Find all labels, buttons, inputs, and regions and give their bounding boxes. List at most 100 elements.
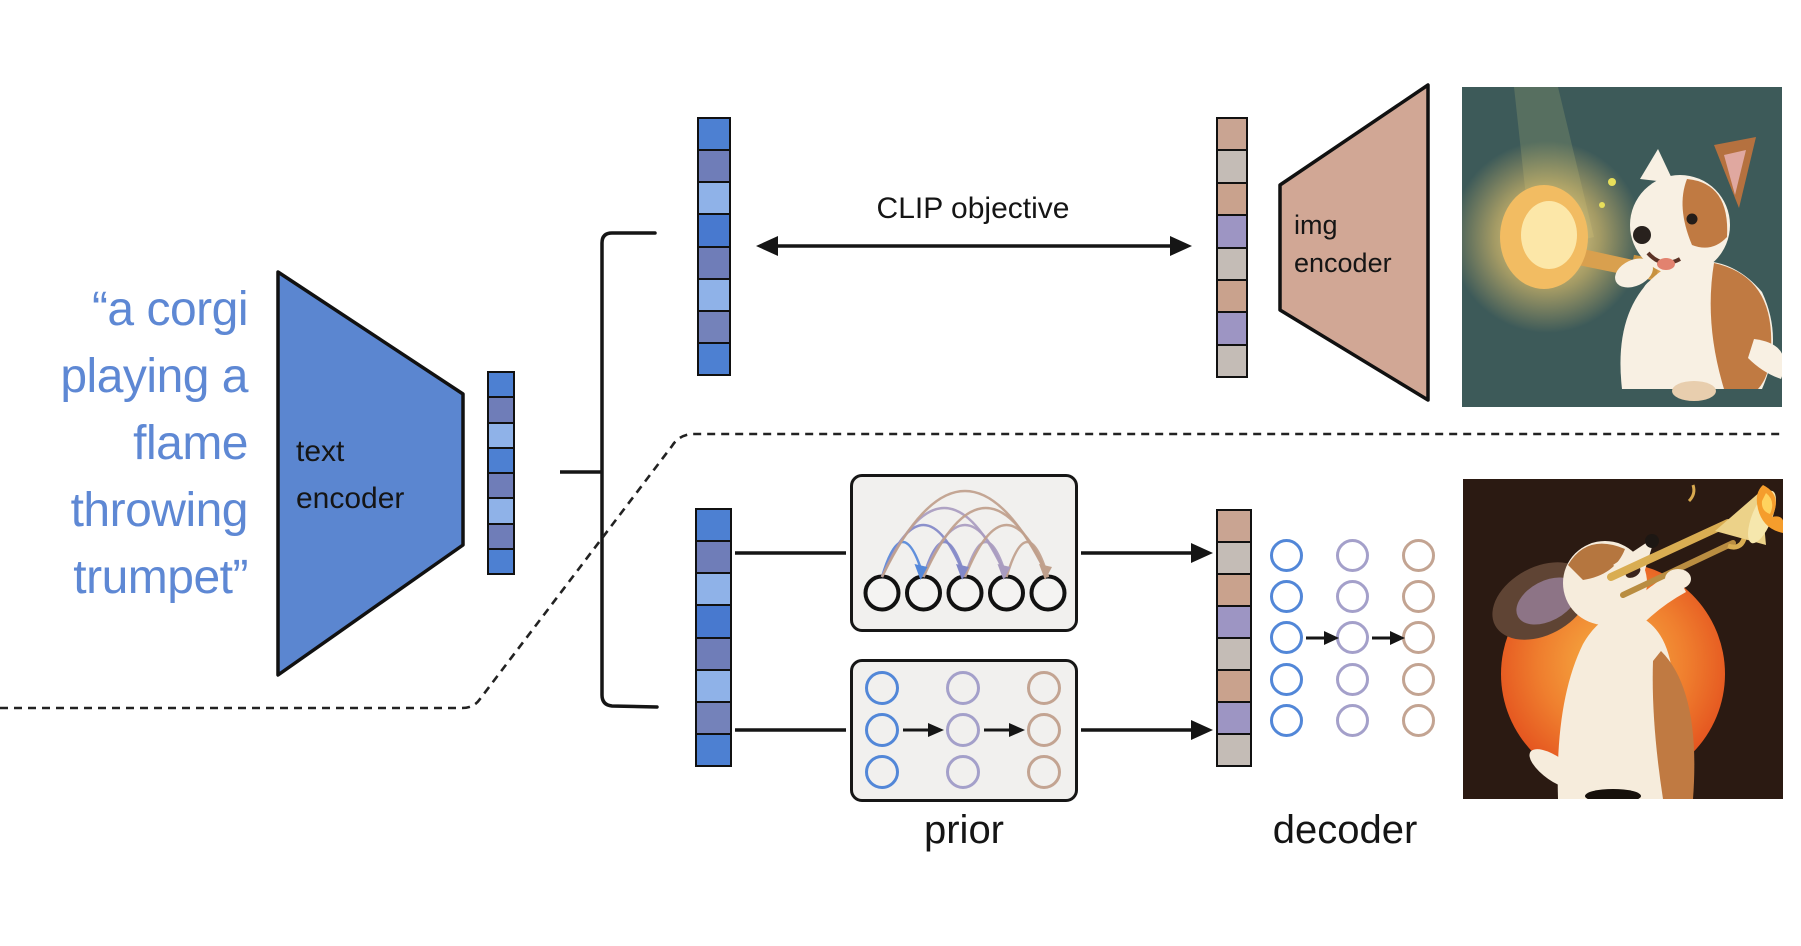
- circle-column: [865, 671, 899, 789]
- embedding-cell: [1218, 701, 1250, 733]
- autoregressive-prior-box: [850, 474, 1078, 632]
- embedding-cell: [489, 522, 513, 548]
- embedding-cell: [697, 510, 730, 541]
- corgi-paw: [1665, 569, 1691, 589]
- embedding-cell: [489, 373, 513, 397]
- unit-circle: [1336, 580, 1369, 614]
- text-encoder-label-line: text: [296, 435, 345, 468]
- text-encoder-label: text encoder: [296, 428, 404, 522]
- embedding-cell: [1218, 311, 1246, 344]
- corgi-tongue: [1657, 258, 1675, 270]
- unit-circle: [1402, 621, 1435, 655]
- embedding-cell: [697, 636, 730, 669]
- unit-circle: [946, 671, 980, 705]
- embedding-cell: [1218, 733, 1250, 765]
- corgi-head-patch: [1682, 179, 1728, 248]
- embedding-cell: [1218, 637, 1250, 669]
- arrowhead-left-icon: [756, 236, 778, 256]
- unit-circle: [1270, 580, 1303, 614]
- embedding-cell: [1218, 246, 1246, 279]
- arrowhead-icon: [1191, 720, 1213, 740]
- prompt-line: “a corgi: [91, 283, 249, 336]
- spark: [1599, 202, 1605, 208]
- embedding-cell: [699, 277, 729, 310]
- unit-circle: [865, 713, 899, 747]
- embedding-cell: [697, 732, 730, 765]
- embedding-cell: [489, 547, 513, 573]
- unit-circle: [1402, 580, 1435, 614]
- trumpet-bell-inner: [1521, 201, 1577, 269]
- embedding-cell: [489, 472, 513, 498]
- prior-input-embedding-stack: [695, 508, 732, 767]
- embedding-cell: [1218, 278, 1246, 312]
- prior-output-embedding-stack: [1216, 509, 1252, 767]
- clip-image-embedding-stack: [1216, 117, 1248, 378]
- arrowhead-icon: [1191, 543, 1213, 563]
- prompt-text: “a corgi playing a flame throwing trumpe…: [10, 276, 248, 611]
- corgi-paw: [1615, 258, 1653, 288]
- embedding-cell: [489, 396, 513, 422]
- unit-circle: [1270, 621, 1303, 655]
- circle-column: [1270, 539, 1303, 737]
- embedding-cell: [1218, 669, 1250, 701]
- unit-circle: [1336, 662, 1369, 696]
- prompt-line: flame: [133, 417, 248, 470]
- unit-circle: [1336, 539, 1369, 572]
- corgi-foot: [1672, 381, 1716, 401]
- embedding-cell: [489, 421, 513, 447]
- ground-shadow: [1585, 789, 1641, 799]
- unit-circle: [1270, 539, 1303, 572]
- embedding-cell: [699, 149, 729, 182]
- embedding-cell: [699, 245, 729, 278]
- corgi-paw: [1642, 276, 1678, 302]
- unit-circle: [1402, 662, 1435, 696]
- unit-circle: [946, 755, 980, 789]
- embedding-cell: [1218, 511, 1250, 541]
- img-encoder-label-line: img: [1294, 210, 1338, 240]
- embedding-cell: [699, 213, 729, 246]
- embedding-cell: [1218, 343, 1246, 376]
- corgi-tail: [1748, 339, 1782, 379]
- embedding-cell: [697, 540, 730, 573]
- embedding-cell: [699, 119, 729, 150]
- embedding-cell: [1218, 573, 1250, 605]
- circle-column: [1336, 539, 1369, 737]
- prompt-line: playing a: [60, 350, 248, 403]
- unit-circle: [1336, 703, 1369, 737]
- unit-circle: [865, 671, 899, 705]
- embedding-cell: [697, 700, 730, 733]
- img-encoder-label-line: encoder: [1294, 248, 1392, 278]
- circle-column: [946, 671, 980, 789]
- prior-label: prior: [923, 808, 1005, 852]
- embedding-cell: [1218, 541, 1250, 573]
- embedding-cell: [489, 497, 513, 523]
- unit-circle: [1027, 671, 1061, 705]
- corgi-ear-left: [1640, 149, 1674, 183]
- unit-circle: [865, 755, 899, 789]
- embedding-cell: [1218, 149, 1246, 182]
- decoder-circles: [1270, 539, 1435, 737]
- clip-objective-label: CLIP objective: [876, 192, 1070, 225]
- unit-circle: [1027, 713, 1061, 747]
- unit-circle: [1270, 662, 1303, 696]
- unit-circle: [1402, 539, 1435, 572]
- embedding-cell: [699, 309, 729, 342]
- img-encoder-label: img encoder: [1294, 206, 1392, 282]
- unit-circle: [1402, 703, 1435, 737]
- prompt-line: throwing: [70, 484, 249, 537]
- circle-column: [1027, 671, 1061, 789]
- embedding-cell: [489, 446, 513, 472]
- generated-image: [1463, 479, 1783, 799]
- unit-circle: [1270, 703, 1303, 737]
- text-encoder-label-line: encoder: [296, 482, 405, 515]
- diffusion-prior-circles: [865, 671, 1061, 789]
- circle-column: [1402, 539, 1435, 737]
- embedding-cell: [1218, 605, 1250, 637]
- embedding-cell: [697, 572, 730, 605]
- decoder-label: decoder: [1272, 808, 1418, 852]
- clip-training-image: [1462, 87, 1782, 407]
- unit-circle: [946, 713, 980, 747]
- embedding-cell: [1218, 214, 1246, 247]
- spark: [1608, 178, 1616, 186]
